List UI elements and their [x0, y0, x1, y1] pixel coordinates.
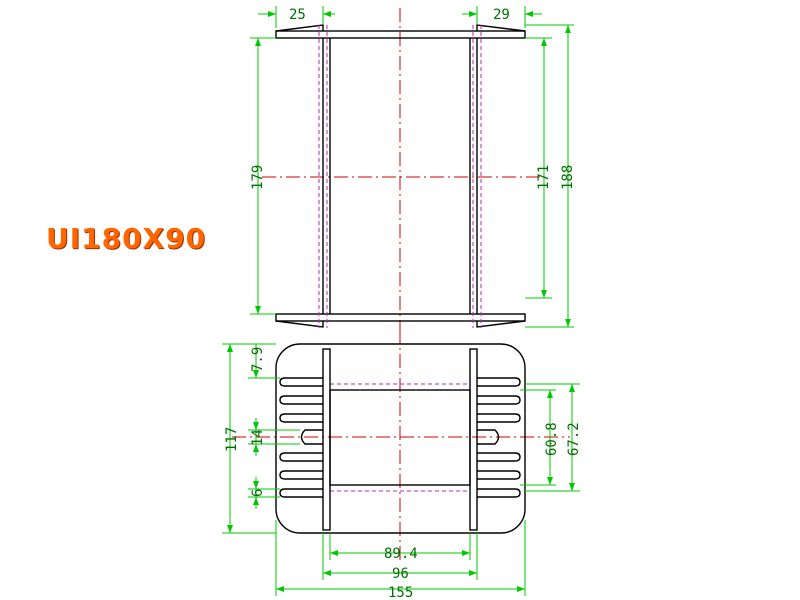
- dim-label-inner-height: 171: [536, 165, 552, 190]
- tube-walls: [322, 38, 478, 314]
- dimension-total-height: [222, 343, 276, 534]
- dim-label-total-height: 117: [224, 427, 240, 452]
- dimension-inner-height: [525, 37, 552, 299]
- dimension-total-width: [275, 520, 526, 596]
- dimension-left-height: [250, 37, 276, 315]
- dimension-window-outer: [525, 383, 580, 492]
- bottom-view: 7.9 117 14 6 60.8 67.2 89.4 96 155: [222, 330, 582, 600]
- top-flange: [275, 24, 526, 39]
- dim-label-corner: 7.9: [250, 347, 266, 372]
- flange-outline: [275, 343, 526, 534]
- dim-label-right-flange: 29: [493, 7, 510, 23]
- right-comb-fins: [477, 377, 521, 498]
- dimension-fin: [248, 477, 280, 509]
- dim-label-left-height: 179: [250, 165, 266, 190]
- dimension-corner: [248, 344, 280, 379]
- dimension-mid-width: [322, 533, 478, 580]
- dim-label-inner-width: 89.4: [384, 546, 418, 562]
- dimension-right-flange: [462, 6, 542, 28]
- dim-label-total-width: 155: [388, 585, 413, 600]
- model-title: UI180X90: [46, 222, 207, 255]
- bottom-flange: [275, 313, 526, 328]
- dimension-left-flange: [258, 6, 335, 28]
- dim-label-window-inner: 60.8: [544, 422, 560, 456]
- left-comb-fins: [279, 377, 323, 498]
- dim-label-mid-width: 96: [392, 566, 409, 582]
- dim-label-fin: 6: [250, 489, 266, 497]
- dim-label-left-flange: 25: [289, 7, 306, 23]
- dimension-window-inner: [520, 389, 556, 486]
- dim-label-window-outer: 67.2: [566, 422, 582, 456]
- posts: [322, 348, 478, 531]
- dim-label-center-slot: 14: [250, 429, 266, 446]
- dimension-outer-height: [525, 24, 574, 328]
- dim-label-outer-height: 188: [560, 165, 576, 190]
- dimension-inner-width: [329, 533, 471, 560]
- dimension-center-slot: [248, 418, 300, 456]
- hidden-lines: [318, 25, 482, 328]
- top-view: 25 29 179 171 188: [250, 6, 576, 330]
